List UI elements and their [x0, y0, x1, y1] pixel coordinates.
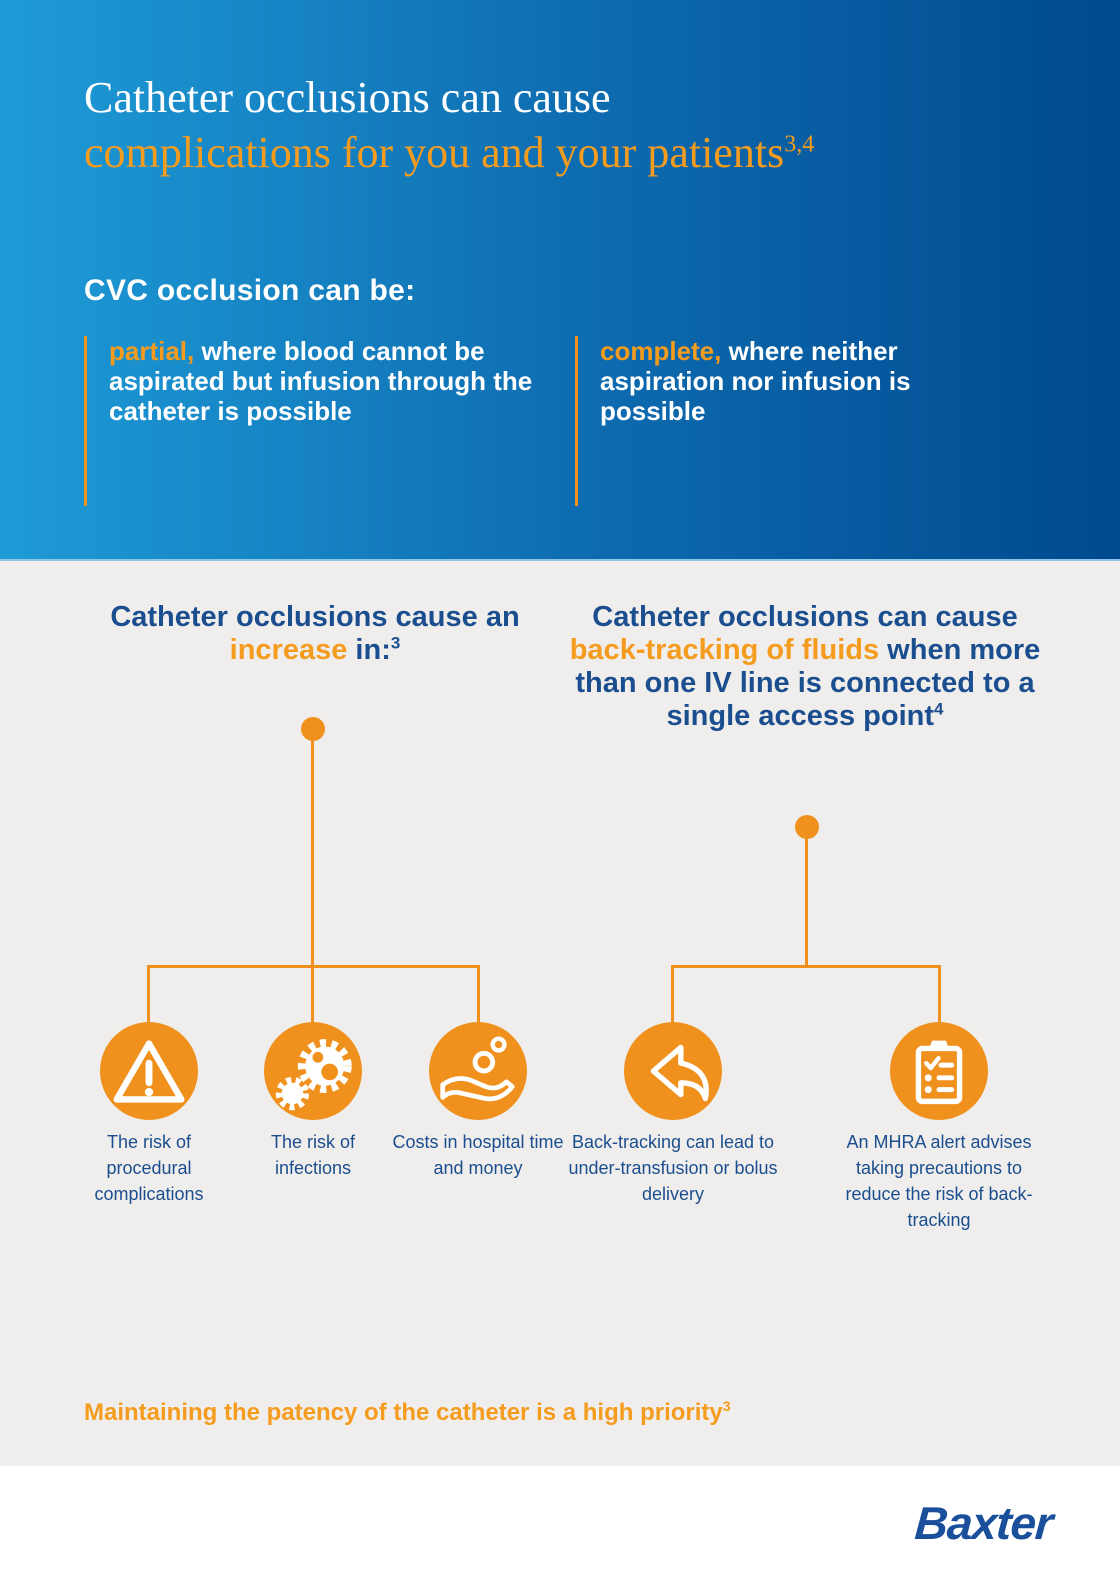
cvc-partial-definition: partial, where blood cannot be aspirated…	[84, 336, 575, 506]
right-tree-drop-2	[938, 965, 941, 1025]
caption-procedural-complications: The risk of procedural complications	[94, 1132, 204, 1204]
gears-icon	[264, 1022, 362, 1120]
left-tree-drop-1	[147, 965, 150, 1025]
left-heading-sup: 3	[390, 633, 401, 653]
title-reference-sup: 3,4	[784, 131, 815, 158]
caption-mhra-alert: An MHRA alert advises taking precautions…	[845, 1132, 1033, 1230]
cvc-subheading: CVC occlusion can be:	[84, 274, 416, 307]
right-column-heading: Catheter occlusions can cause back-track…	[569, 601, 1041, 732]
left-tree-drop-2	[311, 965, 314, 1025]
caption-infections: The risk of infections	[270, 1132, 356, 1178]
page-title-line1: Catheter occlusions can cause	[84, 73, 611, 122]
warning-triangle-icon	[100, 1022, 198, 1120]
caption-costs: Costs in hospital time and money	[392, 1132, 564, 1178]
cvc-complete-text: where neither aspiration nor infusion is…	[600, 336, 911, 426]
statement-sup: 3	[722, 1398, 731, 1414]
right-tree-branch-line	[671, 965, 941, 968]
baxter-logo: Baxter	[912, 1497, 1054, 1549]
footer: Baxter	[0, 1466, 1120, 1582]
left-tree-drop-3	[477, 965, 480, 1025]
cvc-partial-text: where blood cannot be aspirated but infu…	[109, 336, 533, 426]
caption-back-tracking: Back-tracking can lead to under-transfus…	[568, 1132, 778, 1204]
right-heading-sup: 4	[934, 699, 944, 719]
patency-statement: Maintaining the patency of the catheter …	[84, 1398, 731, 1426]
back-arrow-icon	[624, 1022, 722, 1120]
cvc-partial-lead: partial,	[109, 336, 195, 366]
cvc-columns: partial, where blood cannot be aspirated…	[84, 336, 995, 506]
right-tree-drop-1	[671, 965, 674, 1025]
left-column-heading: Catheter occlusions cause an increase in…	[110, 601, 520, 666]
cvc-complete-definition: complete, where neither aspiration nor i…	[575, 336, 995, 506]
left-tree-trunk-line	[311, 729, 314, 967]
clipboard-checklist-icon	[890, 1022, 988, 1120]
page-title-line2: complications for you and your patients3…	[84, 128, 815, 177]
main-section: Catheter occlusions cause an increase in…	[0, 561, 1120, 1466]
page-title: Catheter occlusions can cause complicati…	[84, 70, 814, 180]
right-heading-highlight: back-tracking of fluids	[569, 634, 880, 666]
left-heading-highlight: increase	[229, 634, 348, 666]
header-banner: Catheter occlusions can cause complicati…	[0, 0, 1120, 561]
hand-coins-icon	[429, 1022, 527, 1120]
right-tree-trunk-line	[805, 827, 808, 968]
cvc-complete-lead: complete,	[600, 336, 722, 366]
